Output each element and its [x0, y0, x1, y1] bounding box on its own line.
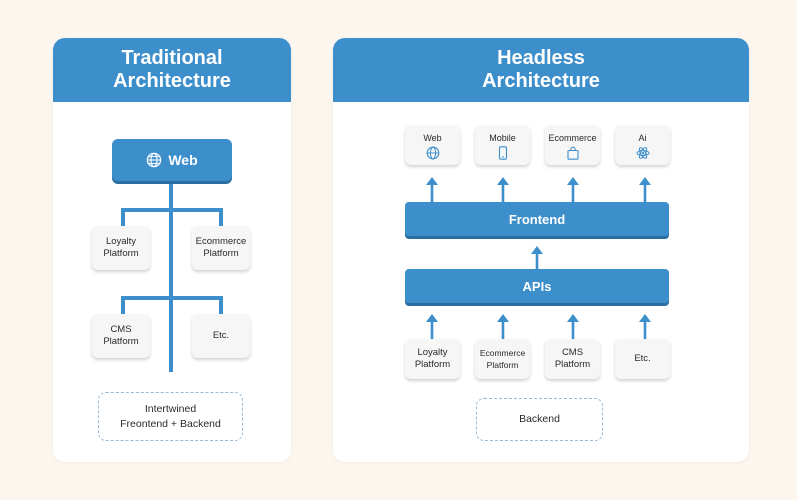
arrow-frontend-to-ai — [639, 177, 651, 203]
apis-label: APIs — [522, 278, 552, 294]
backend-label: Backend — [519, 413, 560, 425]
branch-drop-top-left — [121, 208, 125, 226]
headless-service-loyalty: Loyalty Platform — [405, 339, 460, 379]
channel-web: Web — [405, 125, 460, 165]
traditional-footer-box: Intertwined Freontend + Backend — [98, 392, 243, 441]
traditional-module-etc: Etc. — [192, 314, 250, 358]
frontend-bar: Frontend — [405, 202, 669, 236]
headless-service-ecommerce: Ecommerce Platform — [475, 339, 530, 379]
headless-title-line2: Architecture — [482, 70, 600, 92]
headless-panel-header: Headless Architecture — [333, 38, 749, 102]
headless-service-cms: CMS Platform — [545, 339, 600, 379]
traditional-title-line1: Traditional — [121, 47, 223, 69]
shopping-bag-icon — [566, 146, 579, 160]
mobile-phone-icon — [498, 146, 507, 160]
traditional-module-loyalty: Loyalty Platform — [92, 226, 150, 270]
arrow-apis-to-frontend — [531, 246, 543, 270]
traditional-web-box: Web — [112, 139, 232, 181]
frontend-label: Frontend — [508, 211, 566, 227]
arrow-frontend-to-mobile — [497, 177, 509, 203]
traditional-module-cms: CMS Platform — [92, 314, 150, 358]
headless-architecture-panel: Headless Architecture Web Mobile Ecommer… — [333, 38, 749, 462]
traditional-web-label: Web — [168, 152, 198, 168]
arrow-frontend-to-ecommerce — [567, 177, 579, 203]
arrow-loyalty-to-apis — [426, 314, 438, 340]
apis-bar: APIs — [405, 269, 669, 303]
traditional-architecture-panel: Traditional Architecture Web Loyalty Pla… — [53, 38, 291, 462]
branch-drop-bottom-right — [219, 296, 223, 314]
arrow-cms-to-apis — [567, 314, 579, 340]
arrow-ecommerce-to-apis — [497, 314, 509, 340]
ai-atom-icon — [636, 147, 649, 159]
channel-ai: Ai — [615, 125, 670, 165]
trunk-line — [169, 184, 173, 372]
headless-title-line1: Headless — [497, 47, 585, 69]
traditional-panel-header: Traditional Architecture — [53, 38, 291, 102]
traditional-module-ecommerce: Ecommerce Platform — [192, 226, 250, 270]
arrow-etc-to-apis — [639, 314, 651, 340]
backend-box: Backend — [476, 398, 603, 441]
globe-icon — [147, 152, 162, 168]
branch-line-top — [121, 208, 223, 212]
branch-drop-bottom-left — [121, 296, 125, 314]
branch-line-bottom — [121, 296, 223, 300]
channel-ecommerce: Ecommerce — [545, 125, 600, 165]
branch-drop-top-right — [219, 208, 223, 226]
traditional-title-line2: Architecture — [113, 70, 231, 92]
arrow-frontend-to-web — [426, 177, 438, 203]
headless-service-etc: Etc. — [615, 339, 670, 379]
globe-icon — [426, 146, 439, 160]
channel-mobile: Mobile — [475, 125, 530, 165]
